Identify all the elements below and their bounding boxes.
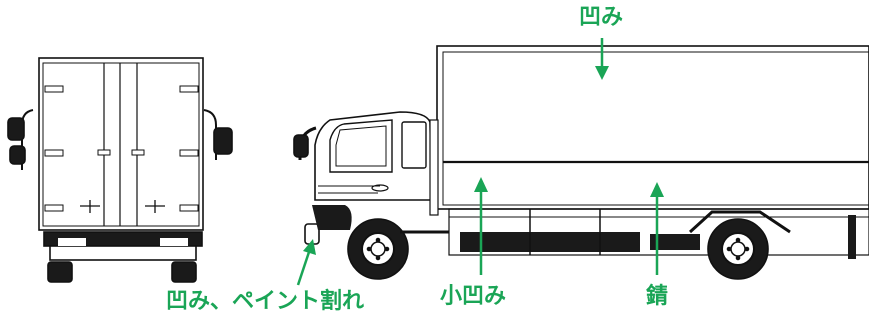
rear-wheel xyxy=(707,218,769,280)
truck-side-view xyxy=(293,45,869,280)
truck-cab xyxy=(293,111,439,245)
rear-right-wheel xyxy=(171,261,197,283)
label-front-damage: 凹み、ペイント割れ xyxy=(166,289,365,314)
rear-right-mirror xyxy=(203,109,233,160)
label-small-dent: 小凹み xyxy=(440,284,507,309)
front-wheel xyxy=(347,218,409,280)
label-rust: 錆 xyxy=(646,284,669,309)
annotation-arrows xyxy=(296,38,664,286)
side-cargo-box xyxy=(436,45,869,210)
truck-rear-view xyxy=(7,57,233,283)
arrow-front-damage xyxy=(296,239,316,286)
label-top-dent: 凹み xyxy=(579,5,624,30)
rear-left-mirror xyxy=(7,109,34,170)
side-mirror xyxy=(293,134,309,158)
rear-cargo-box xyxy=(38,57,204,231)
arrow-small-dent xyxy=(474,177,488,275)
rear-left-wheel xyxy=(47,261,73,283)
arrow-rust xyxy=(650,182,664,275)
arrow-top-dent xyxy=(595,38,609,80)
